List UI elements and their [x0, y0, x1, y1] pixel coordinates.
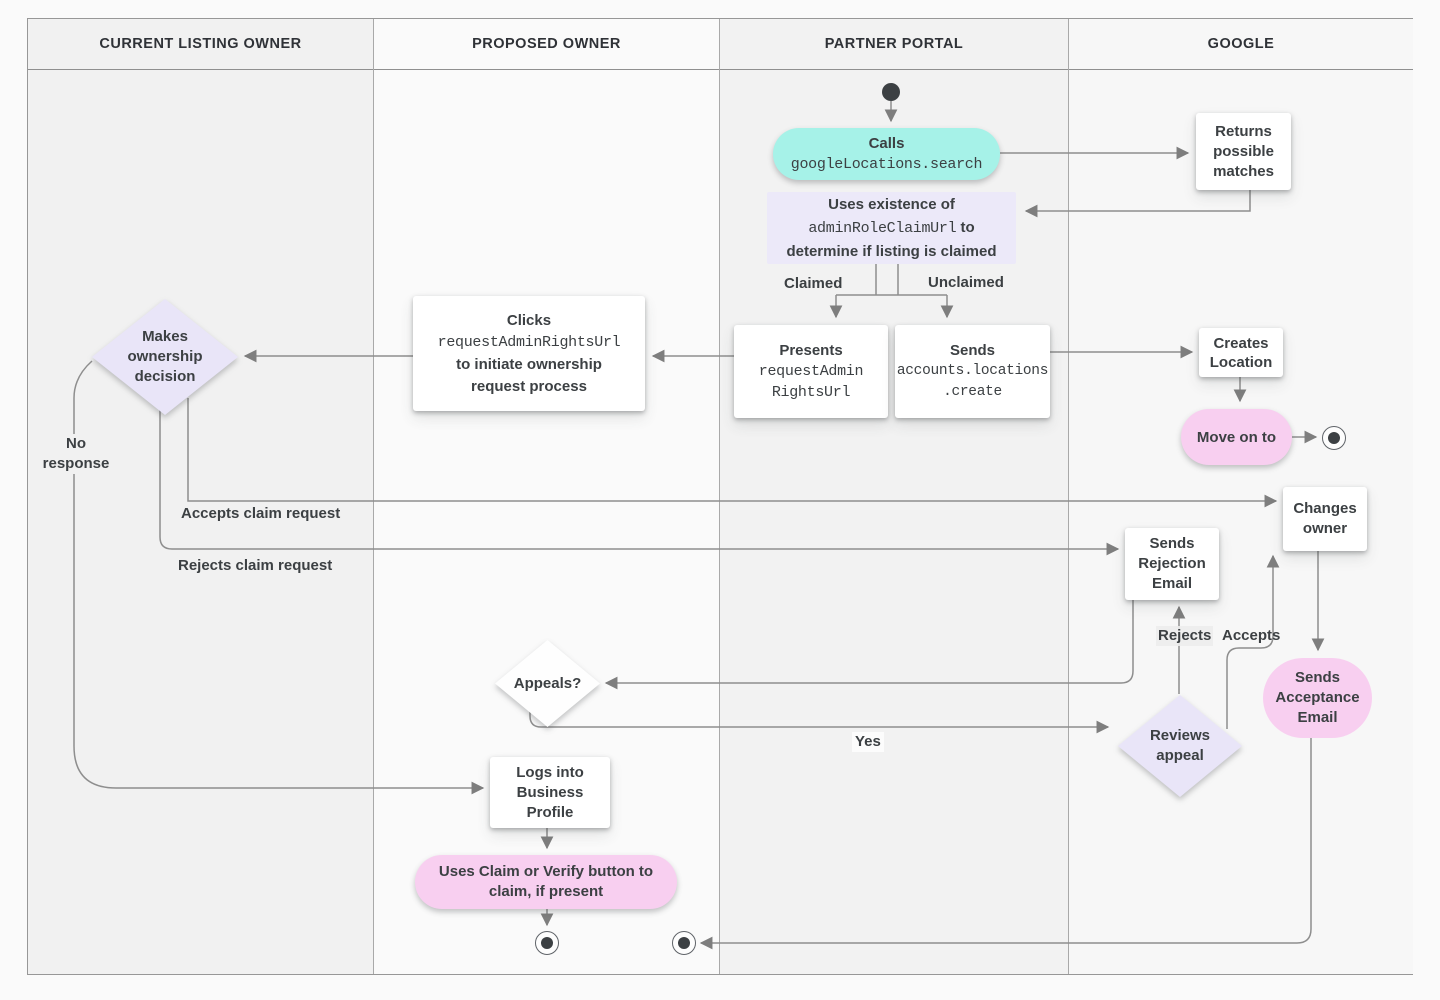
calls-code: googleLocations.search	[790, 156, 983, 173]
calls-title: Calls	[868, 135, 905, 152]
end-node-claim	[535, 931, 559, 955]
logs-into-business-profile-node: Logs into Business Profile	[490, 757, 610, 828]
lane-header-google: GOOGLE	[1069, 19, 1413, 70]
changes-owner-node: Changes owner	[1283, 487, 1367, 551]
clicks-line3: request process	[471, 377, 587, 395]
edge-returns-to-uses	[1024, 190, 1251, 218]
presents-title: Presents	[779, 342, 843, 359]
edge-label-rejects-claim-request: Rejects claim request	[178, 557, 333, 574]
uses-line2: adminRoleClaimUrl to	[808, 216, 974, 240]
lane-header-proposed-owner: PROPOSED OWNER	[374, 19, 719, 70]
edge-label-no-response: No response	[35, 434, 117, 474]
uses-line2-suffix: to	[956, 219, 975, 236]
lane-header-partner-portal: PARTNER PORTAL	[720, 19, 1068, 70]
returns-label: Returns possible matches	[1213, 122, 1274, 180]
uses-line3: determine if listing is claimed	[786, 243, 997, 260]
edge-label-claimed: Claimed	[784, 275, 843, 292]
creates-location-label: Creates Location	[1209, 334, 1273, 371]
edge-label-accepts-claim-request: Accepts claim request	[181, 505, 341, 522]
makes-ownership-decision-diamond: Makes ownership decision	[92, 299, 238, 415]
sends-create-code2: .create	[943, 384, 1002, 400]
returns-possible-matches-node: Returns possible matches	[1196, 113, 1291, 190]
lane-current-listing-owner: CURRENT LISTING OWNER	[28, 19, 374, 974]
logs-in-label: Logs into Business Profile	[516, 763, 584, 821]
sends-acceptance-email-node: Sends Acceptance Email	[1263, 658, 1372, 738]
edge-rejects-claim	[159, 409, 1120, 556]
clicks-line2: to initiate ownership	[456, 355, 602, 373]
clicks-requestadminrightsurl-node: Clicks requestAdminRightsUrl to initiate…	[413, 296, 645, 411]
appeals-diamond: Appeals?	[495, 640, 600, 727]
edge-accepts-claim	[187, 398, 1278, 508]
edge-label-accepts: Accepts	[1222, 627, 1281, 644]
move-on-to-node: Move on to	[1181, 409, 1292, 465]
edge-reviews-accepts	[1226, 554, 1280, 729]
sends-accounts-locations-create-node: Sends accounts.locations .create	[895, 325, 1050, 418]
uses-line1: Uses existence of	[828, 196, 955, 213]
sends-create-code1: accounts.locations	[896, 363, 1049, 379]
sends-create-title: Sends	[949, 342, 995, 359]
clicks-code: requestAdminRightsUrl	[437, 333, 621, 351]
edge-label-unclaimed: Unclaimed	[928, 274, 1004, 291]
rejection-email-label: Sends Rejection Email	[1138, 535, 1206, 592]
lane-header-current-listing-owner: CURRENT LISTING OWNER	[28, 19, 373, 70]
sends-rejection-email-node: Sends Rejection Email	[1125, 528, 1219, 600]
start-node	[882, 83, 900, 101]
uses-existence-node: Uses existence of adminRoleClaimUrl to d…	[767, 192, 1016, 264]
presents-code1: requestAdmin	[758, 363, 864, 380]
edge-label-yes: Yes	[852, 732, 884, 752]
uses-code: adminRoleClaimUrl	[808, 220, 957, 237]
edge-acceptance-to-end	[699, 738, 1312, 950]
appeals-label: Appeals?	[513, 674, 582, 692]
edge-appeals-yes-to-reviews	[529, 708, 1110, 734]
calls-googlelocations-search-node: Calls googleLocations.search	[773, 128, 1000, 180]
presents-code2: RightsUrl	[771, 384, 851, 401]
presents-requestadminrightsurl-node: Presents requestAdmin RightsUrl	[734, 325, 888, 418]
clicks-title: Clicks	[506, 311, 552, 329]
edge-no-response	[73, 360, 485, 795]
reviews-appeal-label: Reviews appeal	[1149, 727, 1211, 764]
makes-decision-label: Makes ownership decision	[127, 328, 203, 385]
acceptance-email-label: Sends Acceptance Email	[1275, 669, 1360, 726]
reviews-appeal-diamond: Reviews appeal	[1118, 695, 1242, 797]
changes-owner-label: Changes owner	[1293, 500, 1357, 537]
edge-rejection-to-appeals	[604, 600, 1134, 690]
claim-verify-label: Uses Claim or Verify button to claim, if…	[438, 863, 654, 900]
uses-claim-or-verify-node: Uses Claim or Verify button to claim, if…	[415, 855, 677, 909]
creates-location-node: Creates Location	[1199, 328, 1283, 377]
edge-label-rejects: Rejects	[1156, 626, 1214, 646]
end-node-acceptance	[672, 931, 696, 955]
move-on-label: Move on to	[1196, 428, 1277, 446]
end-node-google	[1322, 426, 1346, 450]
